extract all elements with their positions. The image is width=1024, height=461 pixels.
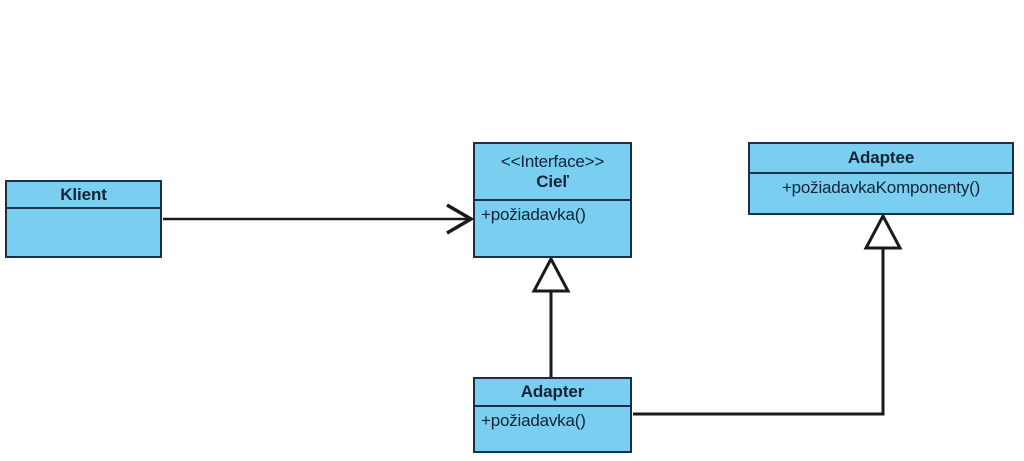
uml-class-ciel-members: +požiadavka() — [475, 201, 630, 256]
hollow-triangle-icon — [531, 255, 571, 293]
edge-adapter-to-ciel — [531, 255, 571, 377]
uml-class-adapter-header: Adapter — [475, 379, 630, 405]
uml-class-ciel-name: Cieľ — [536, 171, 569, 191]
open-arrow-icon — [446, 203, 475, 235]
uml-class-adapter-members: +požiadavka() — [475, 407, 630, 451]
uml-member: +požiadavka() — [481, 205, 586, 224]
uml-class-klient-header: Klient — [7, 182, 160, 207]
uml-member: +požiadavka() — [481, 411, 586, 430]
uml-class-klient[interactable]: Klient — [5, 180, 162, 258]
uml-class-adapter-divider — [475, 405, 630, 407]
uml-class-adaptee-divider — [750, 172, 1012, 174]
uml-class-klient-name: Klient — [60, 184, 107, 204]
uml-class-klient-divider — [7, 207, 160, 209]
uml-class-ciel-divider — [475, 199, 630, 201]
uml-class-adaptee-name: Adaptee — [847, 148, 915, 168]
edge-klient-to-ciel — [163, 203, 475, 235]
uml-class-ciel-stereotype: <<Interface>> — [500, 152, 605, 172]
uml-class-klient-members — [7, 209, 160, 256]
hollow-triangle-icon — [863, 212, 903, 250]
uml-class-ciel-header: <<Interface>> Cieľ — [475, 144, 630, 199]
uml-class-adaptee-members: +požiadavkaKomponenty() — [750, 174, 1012, 213]
uml-member: +požiadavkaKomponenty() — [781, 178, 981, 197]
edge-adapter-to-adaptee — [633, 212, 903, 416]
uml-class-adapter-name: Adapter — [520, 382, 585, 402]
edge-adapter-to-adaptee-line — [633, 247, 885, 416]
uml-class-ciel[interactable]: <<Interface>> Cieľ +požiadavka() — [473, 142, 632, 258]
uml-class-adaptee-header: Adaptee — [750, 144, 1012, 172]
uml-class-adaptee[interactable]: Adaptee +požiadavkaKomponenty() — [748, 142, 1014, 215]
uml-class-adapter[interactable]: Adapter +požiadavka() — [473, 377, 632, 453]
